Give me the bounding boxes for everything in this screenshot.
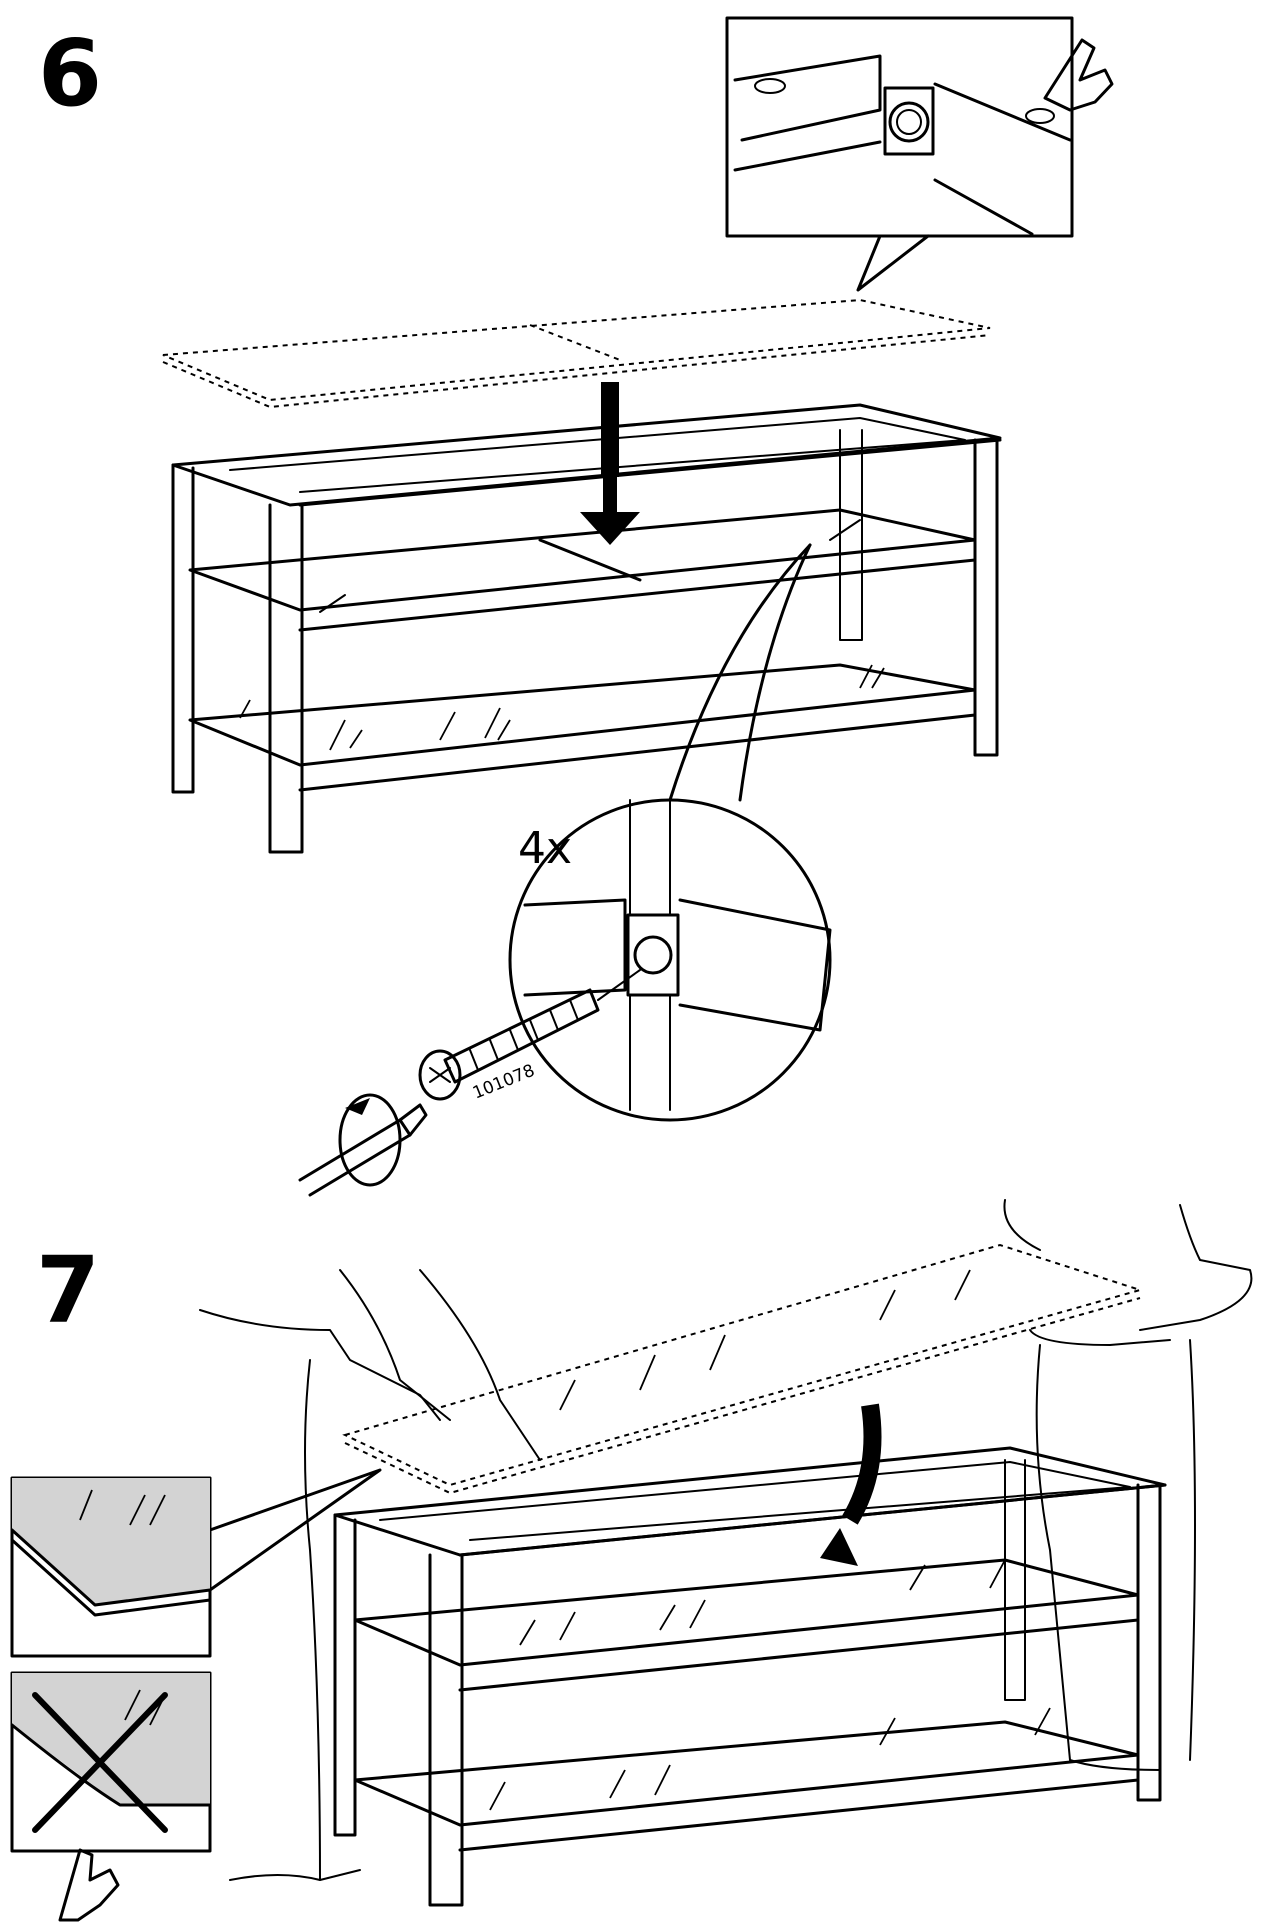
screw-detail-circle (508, 798, 832, 1122)
edge-wrong-inset (10, 1671, 212, 1853)
curved-arrow-icon (820, 1403, 882, 1566)
pointing-hand-icon (1043, 38, 1114, 112)
cross-mark-icon (32, 1692, 168, 1833)
top-panel-outline (162, 298, 991, 409)
shelf-frame-step7 (333, 1446, 1167, 1907)
glass-shelf-outline (342, 1243, 1144, 1495)
down-arrow-icon (580, 382, 640, 545)
shelf-frame-step6 (171, 403, 1002, 854)
step-7-number: 7 (36, 1237, 101, 1344)
pointing-hand-icon (58, 1848, 120, 1922)
connector-detail-inset (725, 16, 1074, 292)
screwdriver-icon (298, 1093, 428, 1197)
step-6-number: 6 (38, 20, 103, 127)
person-right (1003, 1199, 1253, 1771)
edge-correct-inset (10, 1468, 382, 1658)
screw-101078 (418, 969, 641, 1101)
person-left (199, 1269, 541, 1881)
screw-quantity-label: 4x (518, 823, 573, 874)
